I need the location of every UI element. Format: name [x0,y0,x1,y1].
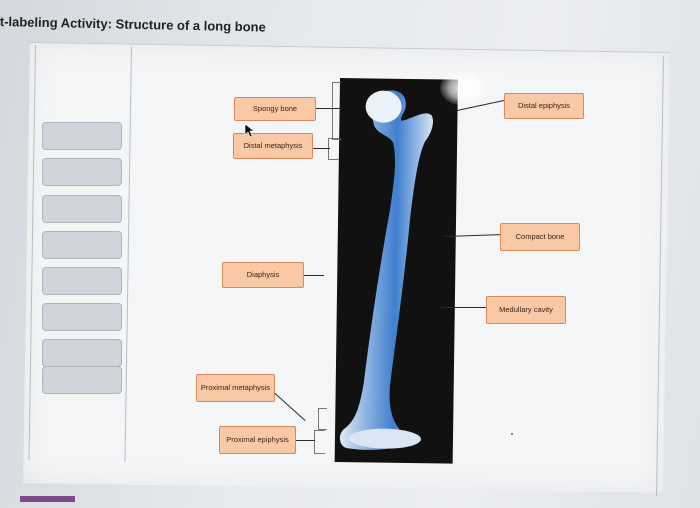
label-compact-bone[interactable]: Compact bone [500,223,580,251]
leader-distal-metaphysis [312,148,330,149]
bracket-top-left [332,82,341,140]
taskbar-fragment [20,496,75,502]
femur-image [334,78,458,464]
label-proximal-epiphysis[interactable]: Proximal epiphysis [219,426,296,454]
bracket-metaphysis [328,138,339,160]
bracket-proximal-metaphysis [318,408,327,430]
leader-medullary [440,307,486,308]
term-slot-5[interactable] [42,267,122,295]
term-slot-4[interactable] [42,231,122,259]
label-diaphysis[interactable]: Diaphysis [222,262,304,288]
term-slot-7[interactable] [42,339,122,367]
leader-proximal-epiphysis [295,440,315,441]
label-medullary-cavity[interactable]: Medullary cavity [486,296,566,324]
femur-drawing [339,90,434,450]
bracket-proximal-epiphysis [314,430,325,454]
term-slot-2[interactable] [42,158,122,186]
stray-dot [511,433,513,435]
label-distal-epiphysis[interactable]: Distal epiphysis [504,93,584,119]
term-slot-6[interactable] [42,303,122,331]
leader-diaphysis [302,275,324,276]
label-distal-metaphysis[interactable]: Distal metaphysis [233,133,313,159]
screen-glare [440,70,490,106]
label-proximal-metaphysis[interactable]: Proximal metaphysis [196,374,275,402]
term-slot-1[interactable] [42,122,122,150]
label-spongy-bone[interactable]: Spongy bone [234,97,316,121]
activity-title: t-labeling Activity: Structure of a long… [0,14,266,35]
term-slot-8[interactable] [42,366,122,394]
term-slot-3[interactable] [42,195,122,223]
leader-spongy [316,108,340,109]
mouse-cursor-icon [244,123,255,138]
